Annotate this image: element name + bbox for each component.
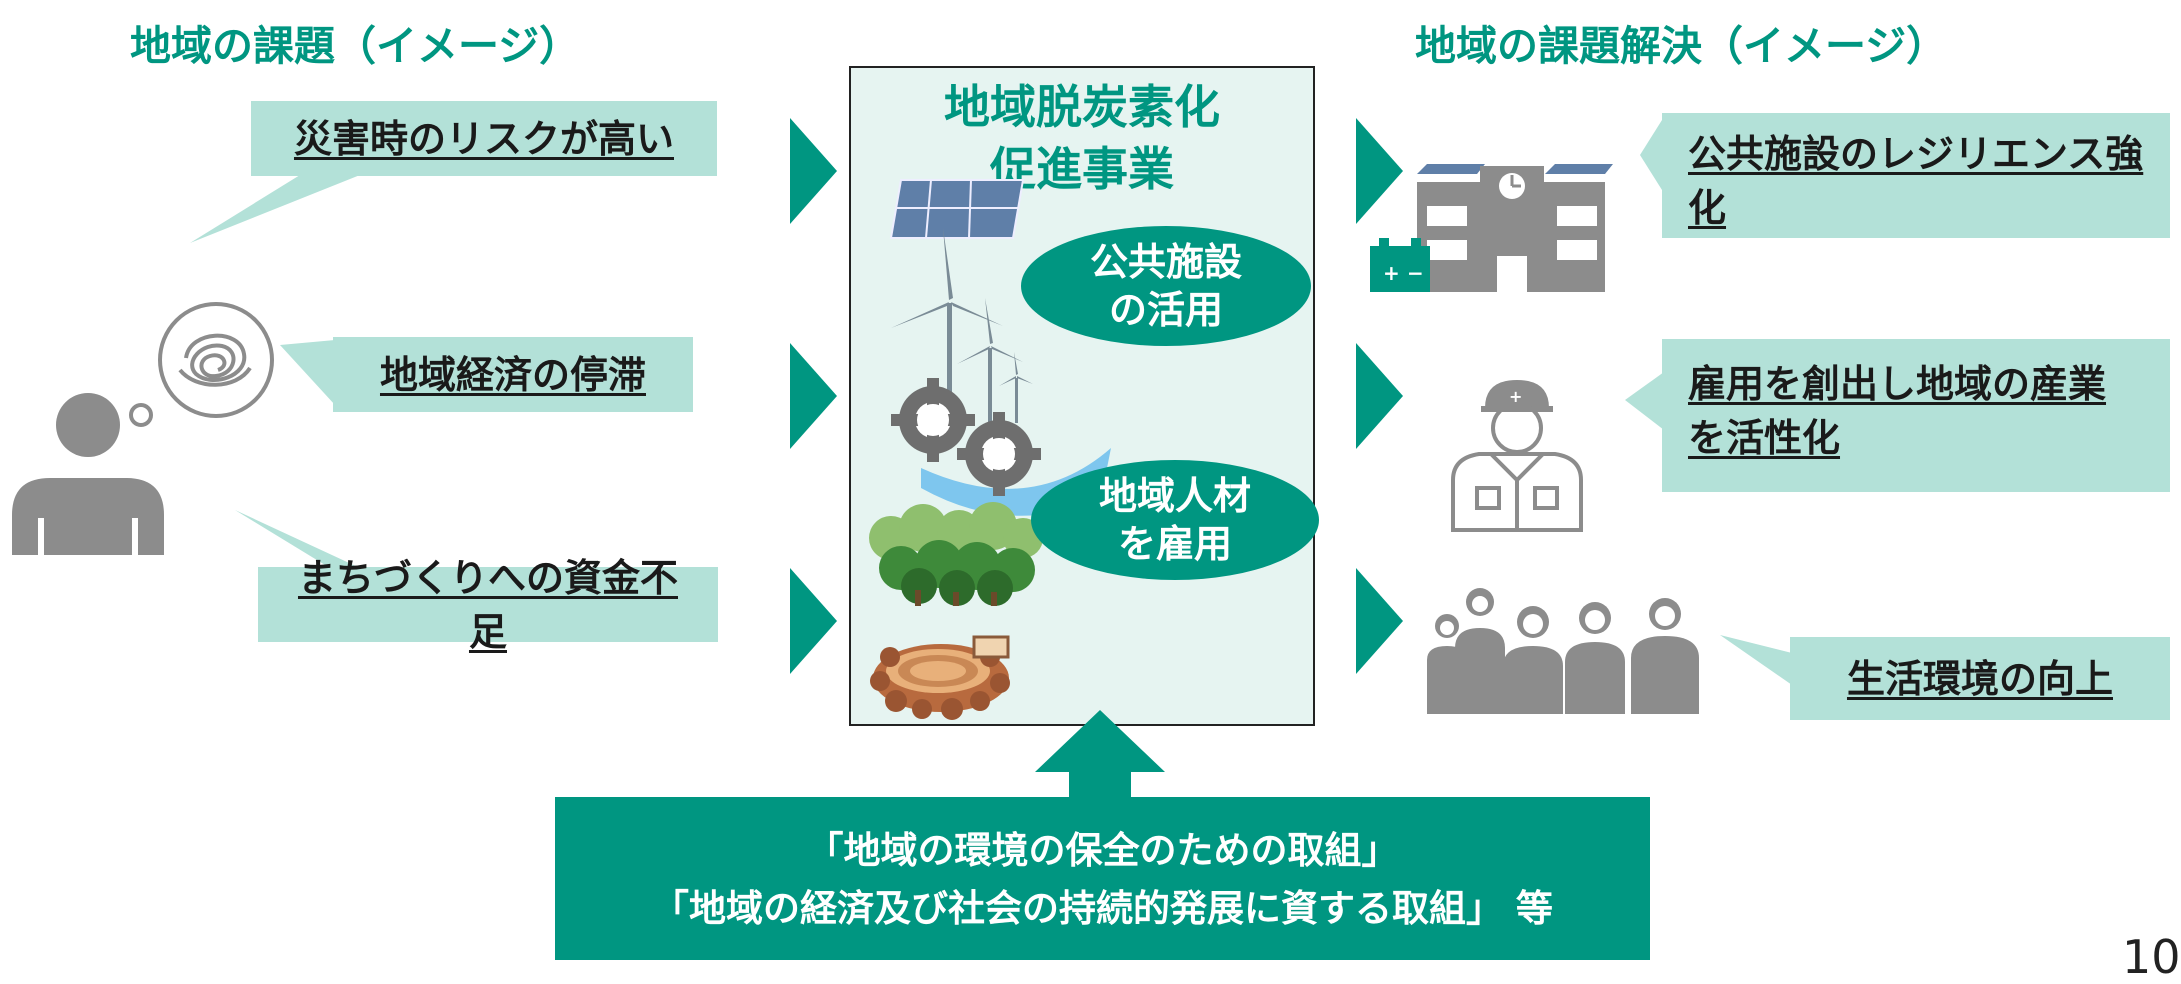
svg-text:+: + bbox=[1509, 387, 1522, 406]
solution-employment[interactable]: 雇用を創出し地域の産業 を活性化 bbox=[1662, 339, 2170, 492]
right-heading: 地域の課題解決（イメージ） bbox=[1415, 22, 1948, 70]
issue-funding-shortage[interactable]: まちづくりへの資金不足 bbox=[258, 556, 718, 654]
callout-tails bbox=[190, 175, 360, 568]
arrow-up-icon bbox=[1035, 710, 1165, 800]
worried-person-icon bbox=[12, 302, 274, 555]
family-icon bbox=[1427, 588, 1699, 714]
panel-title: 地域脱炭素化 促進事業 bbox=[944, 80, 1220, 196]
solution-resilience[interactable]: 公共施設のレジリエンス強 化 bbox=[1662, 113, 2170, 238]
issue-disaster-risk[interactable]: 災害時のリスクが高い bbox=[251, 101, 717, 176]
arrow-right-icon bbox=[790, 118, 837, 224]
callout-tails-right bbox=[1625, 120, 1792, 685]
left-heading: 地域の課題（イメージ） bbox=[130, 22, 581, 70]
arrow-right-icon bbox=[1356, 343, 1403, 449]
solar-wind-icon bbox=[889, 179, 1033, 423]
svg-text:+: + bbox=[1383, 261, 1400, 285]
issue-economic-stagnation[interactable]: 地域経済の停滞 bbox=[333, 337, 693, 412]
oval-local-employment: 地域人材 を雇用 bbox=[1031, 460, 1319, 580]
oval-public-facility-use: 公共施設 の活用 bbox=[1021, 226, 1311, 346]
worker-icon: + bbox=[1451, 380, 1583, 532]
hot-spring-icon bbox=[870, 635, 1010, 720]
arrow-right-icon bbox=[790, 568, 837, 674]
page-number: 10 bbox=[2122, 930, 2181, 984]
forest-icon bbox=[869, 502, 1043, 606]
arrow-right-icon bbox=[1356, 568, 1403, 674]
solution-living-environment[interactable]: 生活環境の向上 bbox=[1790, 637, 2170, 720]
arrow-right-icon bbox=[1356, 118, 1403, 224]
bottom-initiatives-box: 「地域の環境の保全のための取組」 「地域の経済及び社会の持続的発展に資する取組」… bbox=[555, 797, 1650, 960]
decarbonization-project-panel: 地域脱炭素化 促進事業 bbox=[849, 66, 1319, 726]
arrow-right-icon bbox=[790, 343, 837, 449]
svg-text:−: − bbox=[1407, 261, 1424, 285]
school-building-icon: + − bbox=[1370, 164, 1613, 292]
